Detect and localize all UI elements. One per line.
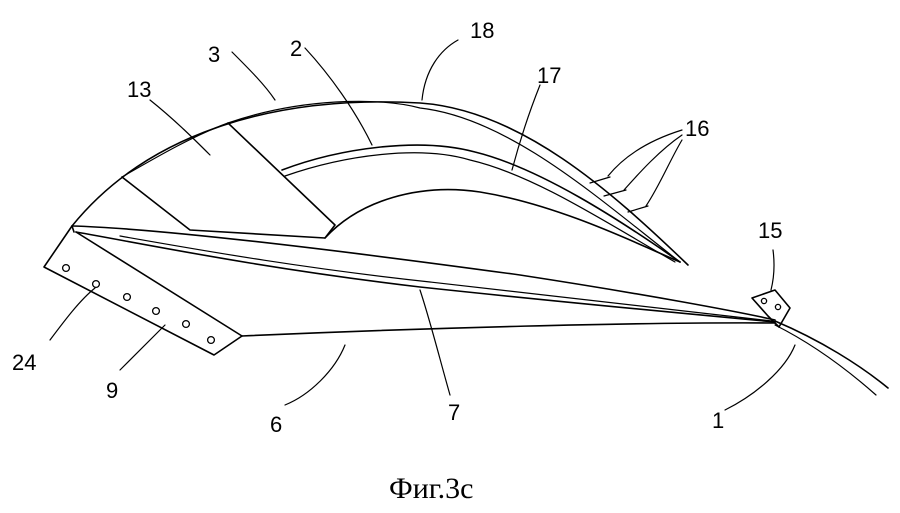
label-18: 18 [470, 18, 494, 43]
leader-16-a [607, 129, 683, 177]
label-24: 24 [12, 350, 36, 375]
figure-caption: Фиг.3с [389, 472, 474, 505]
label-7: 7 [448, 400, 460, 425]
panel-13-outline [121, 122, 336, 239]
blade-mid-rib-7 [75, 231, 776, 323]
label-1: 1 [712, 408, 724, 433]
leader-2 [304, 47, 373, 146]
leader-1 [724, 344, 796, 411]
middle-arch-outer [281, 144, 681, 263]
rib-16-a [589, 176, 611, 184]
cable-1-lower [774, 324, 877, 396]
label-9: 9 [106, 378, 118, 403]
label-17: 17 [537, 63, 561, 88]
rib-16-b [603, 189, 627, 197]
blade-mid-rib-7-inner [119, 235, 773, 322]
leader-17 [511, 84, 541, 171]
leader-3 [231, 51, 276, 101]
rib-16-c [627, 205, 649, 213]
outer-arch-inner-edge [227, 100, 681, 263]
middle-arch-inner [284, 152, 676, 263]
leader-7 [419, 289, 451, 396]
leader-9 [119, 324, 166, 371]
label-15: 15 [758, 218, 782, 243]
bracket-15-hole-2 [774, 303, 782, 311]
leader-13 [149, 99, 211, 156]
hole-24-1 [61, 263, 71, 273]
leader-24 [49, 287, 96, 341]
label-16: 16 [685, 116, 709, 141]
mounting-strip-9 [43, 225, 243, 356]
leader-15 [770, 249, 775, 291]
hole-24-6 [206, 335, 216, 345]
label-13: 13 [127, 77, 151, 102]
cable-1-upper [774, 320, 889, 389]
hole-24-2 [91, 279, 101, 289]
label-2: 2 [290, 36, 302, 61]
blade-upper-edge [71, 225, 776, 321]
blade-root-edge [75, 231, 243, 337]
inner-dome [324, 188, 681, 263]
outer-arch-outer-edge [71, 101, 689, 266]
leader-18 [421, 39, 459, 101]
bracket-15-hole-1 [760, 297, 768, 305]
hole-24-4 [151, 306, 161, 316]
leader-16-c [645, 139, 683, 207]
label-3: 3 [208, 42, 220, 67]
bracket-15 [751, 289, 791, 328]
leader-6 [284, 344, 346, 406]
panel-13-divider [121, 122, 229, 178]
hole-24-5 [181, 319, 191, 329]
blade-lower-edge [241, 322, 776, 337]
hole-24-3 [122, 292, 132, 302]
outer-arch-left-end [71, 225, 75, 233]
label-6: 6 [270, 412, 282, 437]
leader-16-b [623, 134, 683, 191]
